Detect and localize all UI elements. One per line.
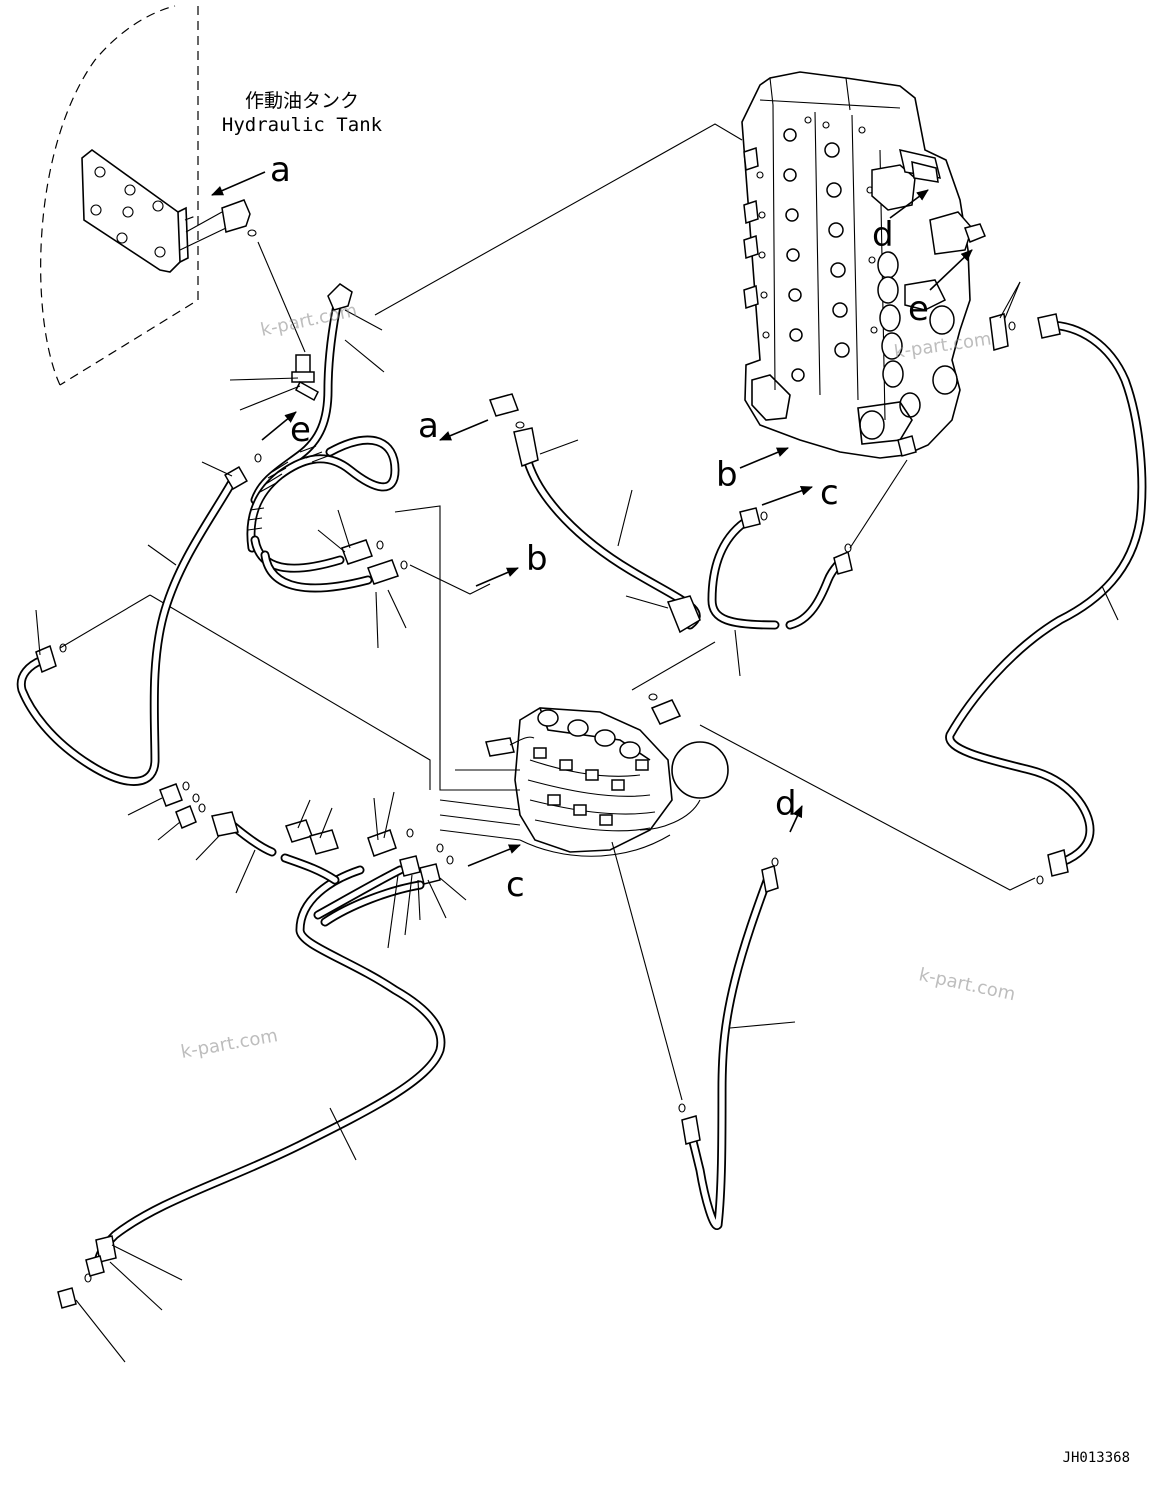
tank-label: 作動油タンク Hydraulic Tank [222,90,383,136]
leader-lines [35,281,1119,1363]
callout-e-left-label: e [290,410,311,450]
callout-c-upper-label: c [820,473,839,513]
callout-a-mid-label: a [418,406,439,446]
callout-b-mid-label: b [526,539,548,579]
watermark-4: k-part.com [179,1025,279,1063]
tank-label-jp: 作動油タンク [245,90,359,112]
callout-e-valve-label: e [908,289,929,329]
connection-lines [59,123,1036,1101]
callout-a-tank: a [211,150,291,196]
tank-label-en: Hydraulic Tank [222,114,383,136]
fittings [35,283,1069,1309]
callout-a-mid: a [418,406,489,446]
callout-d-valve: d [872,189,929,255]
callout-d-lower: d [775,784,803,833]
main-control-valve [741,71,986,459]
callout-c-upper: c [761,473,839,513]
callout-c-lower-label: c [506,865,525,905]
hoses [16,295,1147,1267]
callout-b-valve: b [716,447,789,495]
callout-a-tank-label: a [270,150,291,190]
callout-e-left: e [261,410,311,450]
hose-protector [247,445,329,531]
callout-c-lower: c [467,844,525,905]
callout-b-mid: b [475,539,548,587]
callout-d-valve-label: d [872,215,894,255]
hydraulic-tank-outline [40,5,257,386]
callout-d-lower-label: d [775,784,797,824]
watermark-1: k-part.com [259,300,359,341]
solenoid-valve-block [439,707,729,857]
callout-b-valve-label: b [716,455,738,495]
callout-e-valve: e [908,249,973,329]
watermark-3: k-part.com [917,964,1017,1005]
drawing-number: JH013368 [1063,1450,1130,1466]
